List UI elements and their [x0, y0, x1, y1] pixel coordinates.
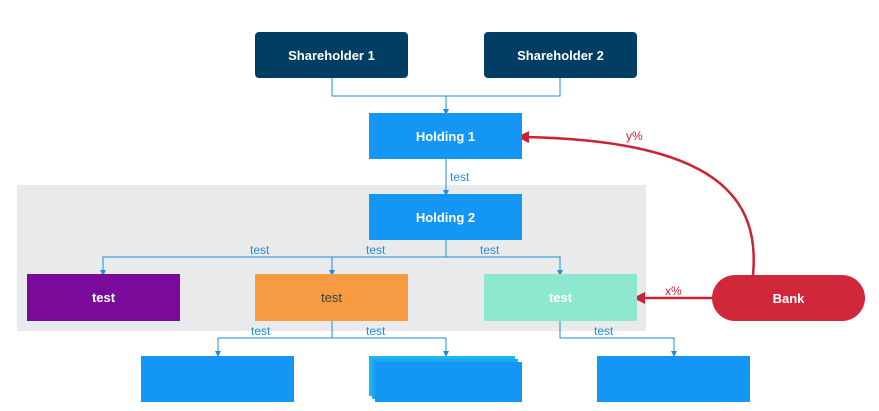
node-leaf-1[interactable] — [141, 356, 294, 402]
node-shareholder-2[interactable]: Shareholder 2 — [484, 32, 637, 78]
edge-label-h2-mint: test — [480, 243, 500, 257]
edge-label-orange-leaf1: test — [251, 324, 271, 338]
edge-holding2-purple — [100, 240, 447, 276]
node-bank[interactable]: Bank — [712, 275, 865, 321]
edge-shareholders-holding1 — [331, 78, 561, 113]
edge-bank-holding1 — [517, 131, 755, 276]
node-sub-purple[interactable]: test — [27, 274, 180, 321]
edge-label-h1-h2: test — [450, 170, 470, 184]
edge-label-bank-mint: x% — [665, 284, 682, 298]
edge-label-orange-leaf2: test — [366, 324, 386, 338]
edge-label-mint-leaf3: test — [594, 324, 614, 338]
node-leaf-3[interactable] — [597, 356, 750, 402]
node-holding-1[interactable]: Holding 1 — [369, 113, 522, 159]
edge-orange-leaf2 — [332, 337, 449, 357]
edge-holding2-mint — [446, 256, 563, 276]
edge-label-bank-holding1: y% — [626, 129, 643, 143]
edge-orange-leaf1 — [215, 321, 333, 357]
edge-mint-leaf3 — [559, 321, 677, 357]
edge-label-h2-purple: test — [250, 243, 270, 257]
node-holding-2[interactable]: Holding 2 — [369, 194, 522, 240]
node-sub-orange[interactable]: test — [255, 274, 408, 321]
node-shareholder-1[interactable]: Shareholder 1 — [255, 32, 408, 78]
node-leaf-2[interactable] — [375, 362, 522, 402]
edge-label-h2-orange: test — [366, 243, 386, 257]
edge-holding2-orange — [329, 256, 446, 276]
node-sub-mint[interactable]: test — [484, 274, 637, 321]
